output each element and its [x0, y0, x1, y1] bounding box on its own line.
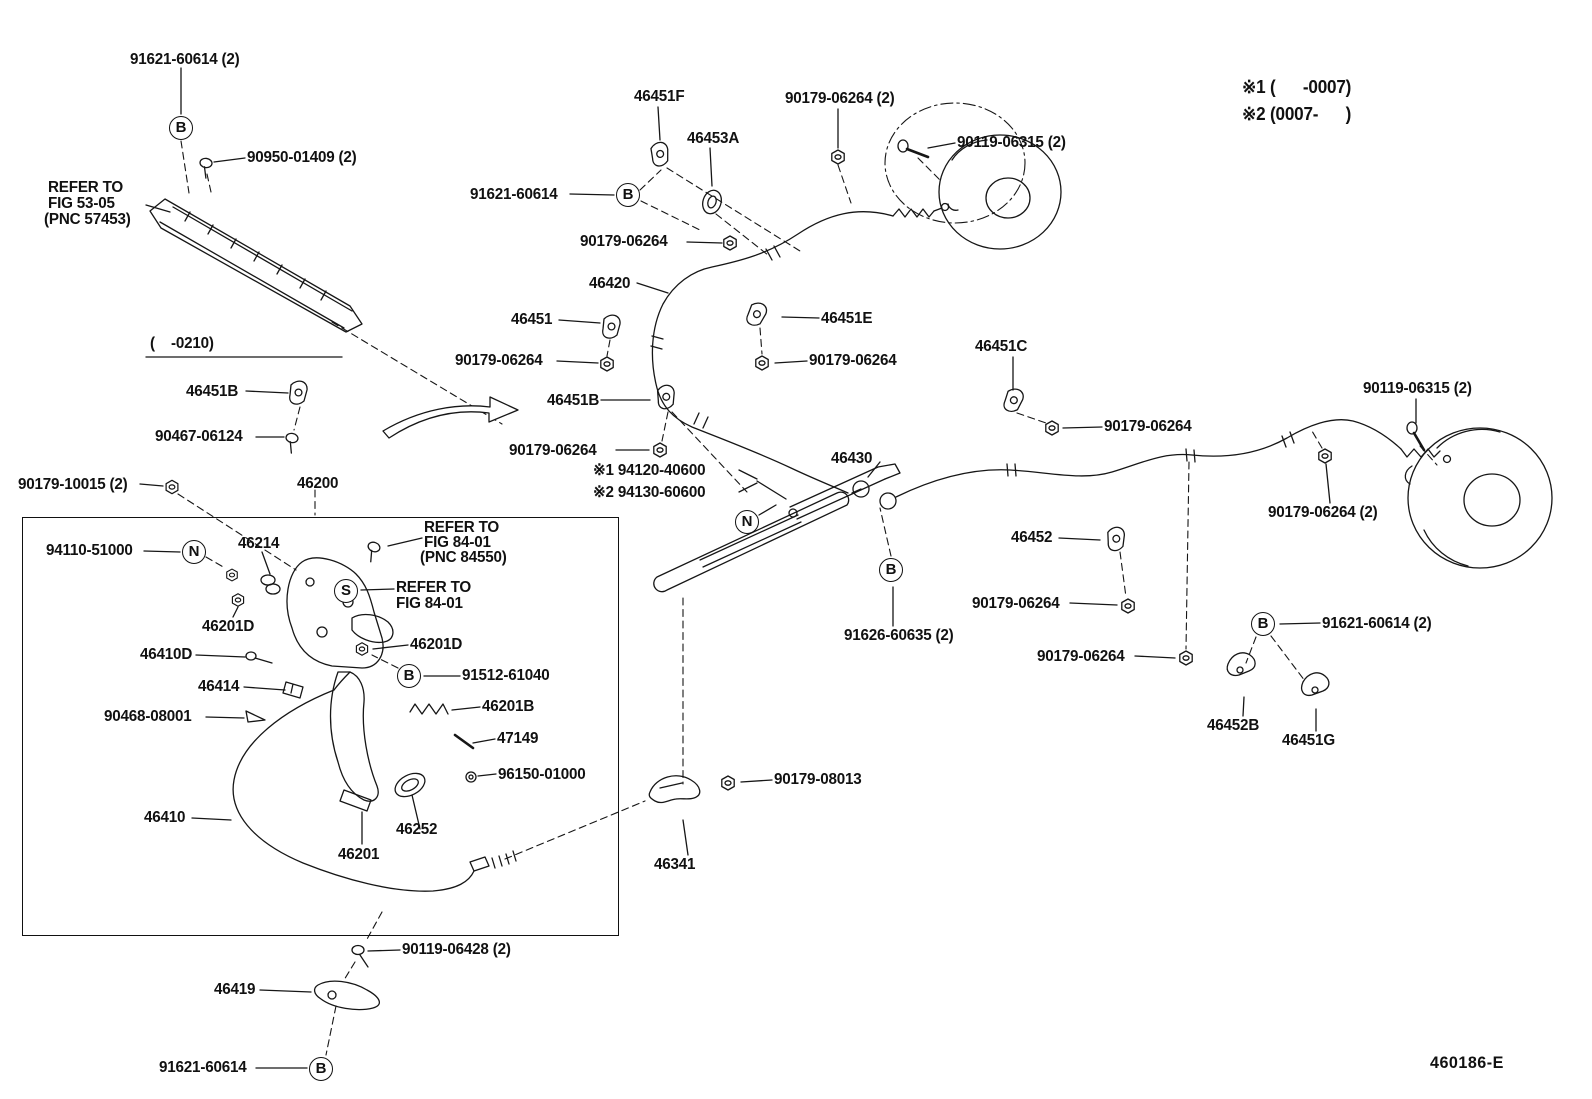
part-label: ※1 94120-40600	[593, 462, 706, 479]
part-label: 91621-60614	[470, 186, 558, 203]
part-label: 46453A	[687, 130, 740, 147]
rear-cable-no2	[600, 139, 950, 494]
part-label: 90179-06264 (2)	[1268, 504, 1378, 521]
part-label: 90179-06264	[509, 442, 597, 459]
part-label: 94110-51000	[46, 542, 133, 559]
part-label: 90179-08013	[774, 771, 862, 788]
part-label: 46452	[1011, 529, 1053, 546]
part-label: REFER TO	[424, 519, 500, 536]
part-label: 90950-01409 (2)	[247, 149, 357, 166]
part-label: 46451B	[547, 392, 600, 409]
inset-detail-box	[22, 517, 619, 936]
part-label: 46201D	[202, 618, 255, 635]
part-label: (PNC 84550)	[420, 549, 507, 566]
part-label: 90467-06124	[155, 428, 243, 445]
part-label: (PNC 57453)	[44, 211, 131, 228]
leader-lines	[139, 67, 1417, 1069]
rail-bracket	[149, 156, 363, 333]
part-label: 91621-60614 (2)	[130, 51, 240, 68]
part-label: 46420	[589, 275, 631, 292]
intermediate-lever-and-rod	[653, 463, 901, 593]
assembly-dashed-lines	[177, 140, 1438, 1056]
part-label: ( -0210)	[150, 335, 214, 352]
part-label: 90179-06264	[455, 352, 543, 369]
part-label: FIG 53-05	[48, 195, 115, 212]
part-label: 46451E	[821, 310, 873, 327]
part-label: 46201B	[482, 698, 535, 715]
callout-letter: B	[616, 183, 640, 207]
part-label: 46410D	[140, 646, 193, 663]
callout-letter: S	[334, 579, 358, 603]
cable-clamp-46341	[648, 775, 735, 804]
part-label: 46451G	[1282, 732, 1335, 749]
part-label: REFER TO	[396, 579, 472, 596]
callout-letter: N	[735, 510, 759, 534]
part-label: ※2 (0007- )	[1242, 104, 1352, 124]
part-label: 90119-06315 (2)	[1363, 380, 1472, 397]
part-label: 46214	[238, 535, 280, 552]
part-label: ※1 ( -0007)	[1242, 77, 1352, 97]
lever-lock-and-bolt	[313, 944, 381, 1011]
part-label: 90179-06264	[580, 233, 668, 250]
part-label: ※2 94130-60600	[593, 484, 706, 501]
part-label: 46451F	[634, 88, 685, 105]
part-label: 46430	[831, 450, 873, 467]
callout-letter: B	[1251, 612, 1275, 636]
brake-drum-left	[884, 102, 1062, 250]
part-label: 90179-10015 (2)	[18, 476, 128, 493]
part-label: 90179-06264	[972, 595, 1060, 612]
callout-letter: B	[309, 1057, 333, 1081]
part-label: 46201	[338, 846, 380, 863]
part-label: 91621-60614	[159, 1059, 247, 1076]
part-label: 90119-06428 (2)	[402, 941, 511, 958]
parking-brake-pedal-assembly	[226, 539, 517, 892]
part-label: 46252	[396, 821, 438, 838]
part-label: 46410	[144, 809, 186, 826]
part-label: 46201D	[410, 636, 463, 653]
part-label: 90179-06264 (2)	[785, 90, 895, 107]
part-label: 46451B	[186, 383, 239, 400]
part-label: 46451C	[975, 338, 1028, 355]
part-label: FIG 84-01	[424, 534, 491, 551]
part-label: REFER TO	[48, 179, 124, 196]
part-label: 91621-60614 (2)	[1322, 615, 1432, 632]
part-label: 90179-06264	[1037, 648, 1125, 665]
callout-letter: B	[169, 116, 193, 140]
part-label: 46200	[297, 475, 339, 492]
part-label: 91512-61040	[462, 667, 550, 684]
part-label: 90179-06264	[809, 352, 897, 369]
brake-drum-right	[1404, 427, 1553, 569]
direction-arrow-icon	[382, 396, 519, 439]
callout-letter: B	[879, 558, 903, 582]
part-label: 46451	[511, 311, 553, 328]
part-label: FIG 84-01	[396, 595, 463, 612]
part-label: 90179-06264	[1104, 418, 1192, 435]
part-label: 46452B	[1207, 717, 1260, 734]
part-label: 46419	[214, 981, 256, 998]
part-label: 47149	[497, 730, 539, 747]
part-label: 46414	[198, 678, 240, 695]
part-label: 90468-08001	[104, 708, 192, 725]
callout-letter: B	[397, 664, 421, 688]
part-label: 46341	[654, 856, 696, 873]
part-label: 460186-E	[1430, 1053, 1504, 1072]
part-label: 96150-01000	[498, 766, 586, 783]
part-label: 91626-60635 (2)	[844, 627, 954, 644]
part-label: 90119-06315 (2)	[957, 134, 1066, 151]
callout-letter: N	[182, 540, 206, 564]
